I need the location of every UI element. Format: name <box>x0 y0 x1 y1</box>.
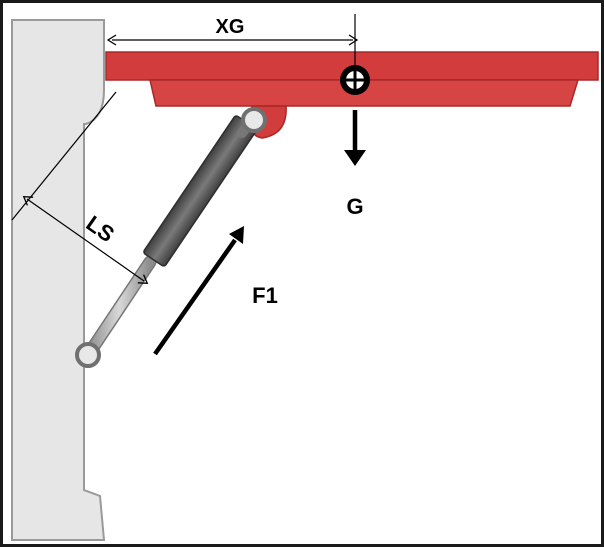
ls-dimension-line <box>22 196 149 284</box>
upper-pivot <box>241 107 267 133</box>
lower-pivot <box>75 342 101 368</box>
f1-arrow-head <box>229 226 244 244</box>
f1-arrow-shaft <box>153 238 237 356</box>
lid-bottom-profile <box>149 79 580 107</box>
f1-label: F1 <box>252 283 278 308</box>
g-arrow-head <box>344 150 366 166</box>
g-label: G <box>346 194 363 219</box>
xg-label: XG <box>216 16 245 38</box>
center-of-gravity-icon <box>340 65 370 95</box>
